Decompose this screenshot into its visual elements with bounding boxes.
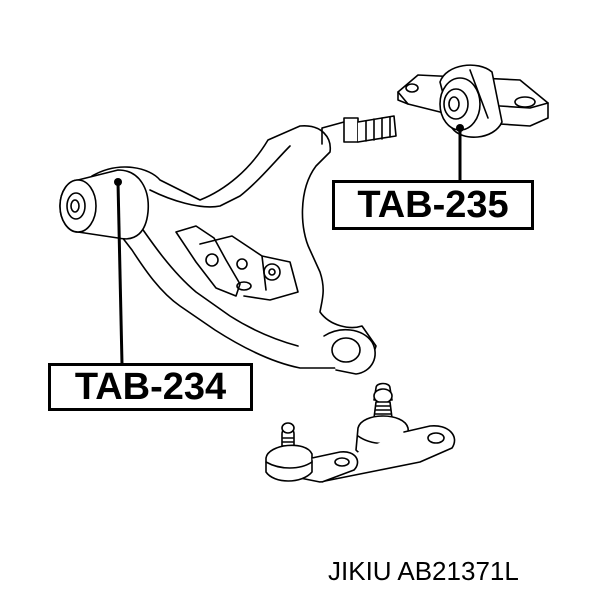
ball-joints-drawing (265, 382, 456, 483)
brand-name: JIKIU (328, 556, 392, 586)
part-number: AB21371L (397, 556, 519, 586)
callout-label-tab-235: TAB-235 (332, 180, 534, 230)
leader-line-234 (116, 180, 124, 366)
part-caption: JIKIU AB21371L (328, 556, 519, 587)
callout-label-tab-234: TAB-234 (48, 363, 253, 411)
upper-bushing-drawing (397, 64, 549, 138)
leader-lines (116, 126, 462, 366)
control-arm-drawing (59, 115, 397, 375)
leader-dot-235 (456, 124, 464, 132)
leader-dot-234 (114, 178, 122, 186)
